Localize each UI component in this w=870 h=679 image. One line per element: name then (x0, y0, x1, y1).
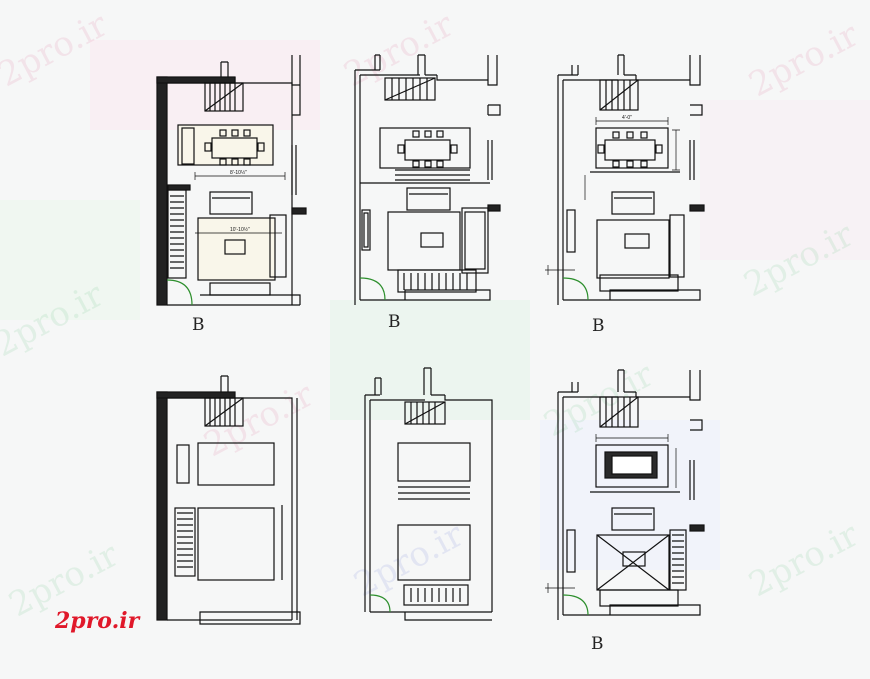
plan-4-bottom-left (156, 375, 301, 625)
section-label: B (591, 634, 604, 654)
section-label: B (592, 316, 605, 336)
plan-3-top-right: 4'-0" (545, 54, 705, 305)
plan-6-bottom-right (545, 369, 705, 620)
plan-5-bottom-middle (364, 367, 493, 621)
section-label: B (192, 315, 205, 335)
section-label: B (388, 312, 401, 332)
site-logo: 2pro.ir (55, 608, 140, 634)
dimension-text: 8'-10½" (230, 169, 247, 176)
plan-1-top-left: 8'-10½" 10'-10½" (156, 55, 307, 306)
dimension-text: 10'-10½" (230, 226, 250, 233)
dimension-text: 4'-0" (622, 115, 632, 121)
plan-2-top-middle (354, 54, 501, 305)
